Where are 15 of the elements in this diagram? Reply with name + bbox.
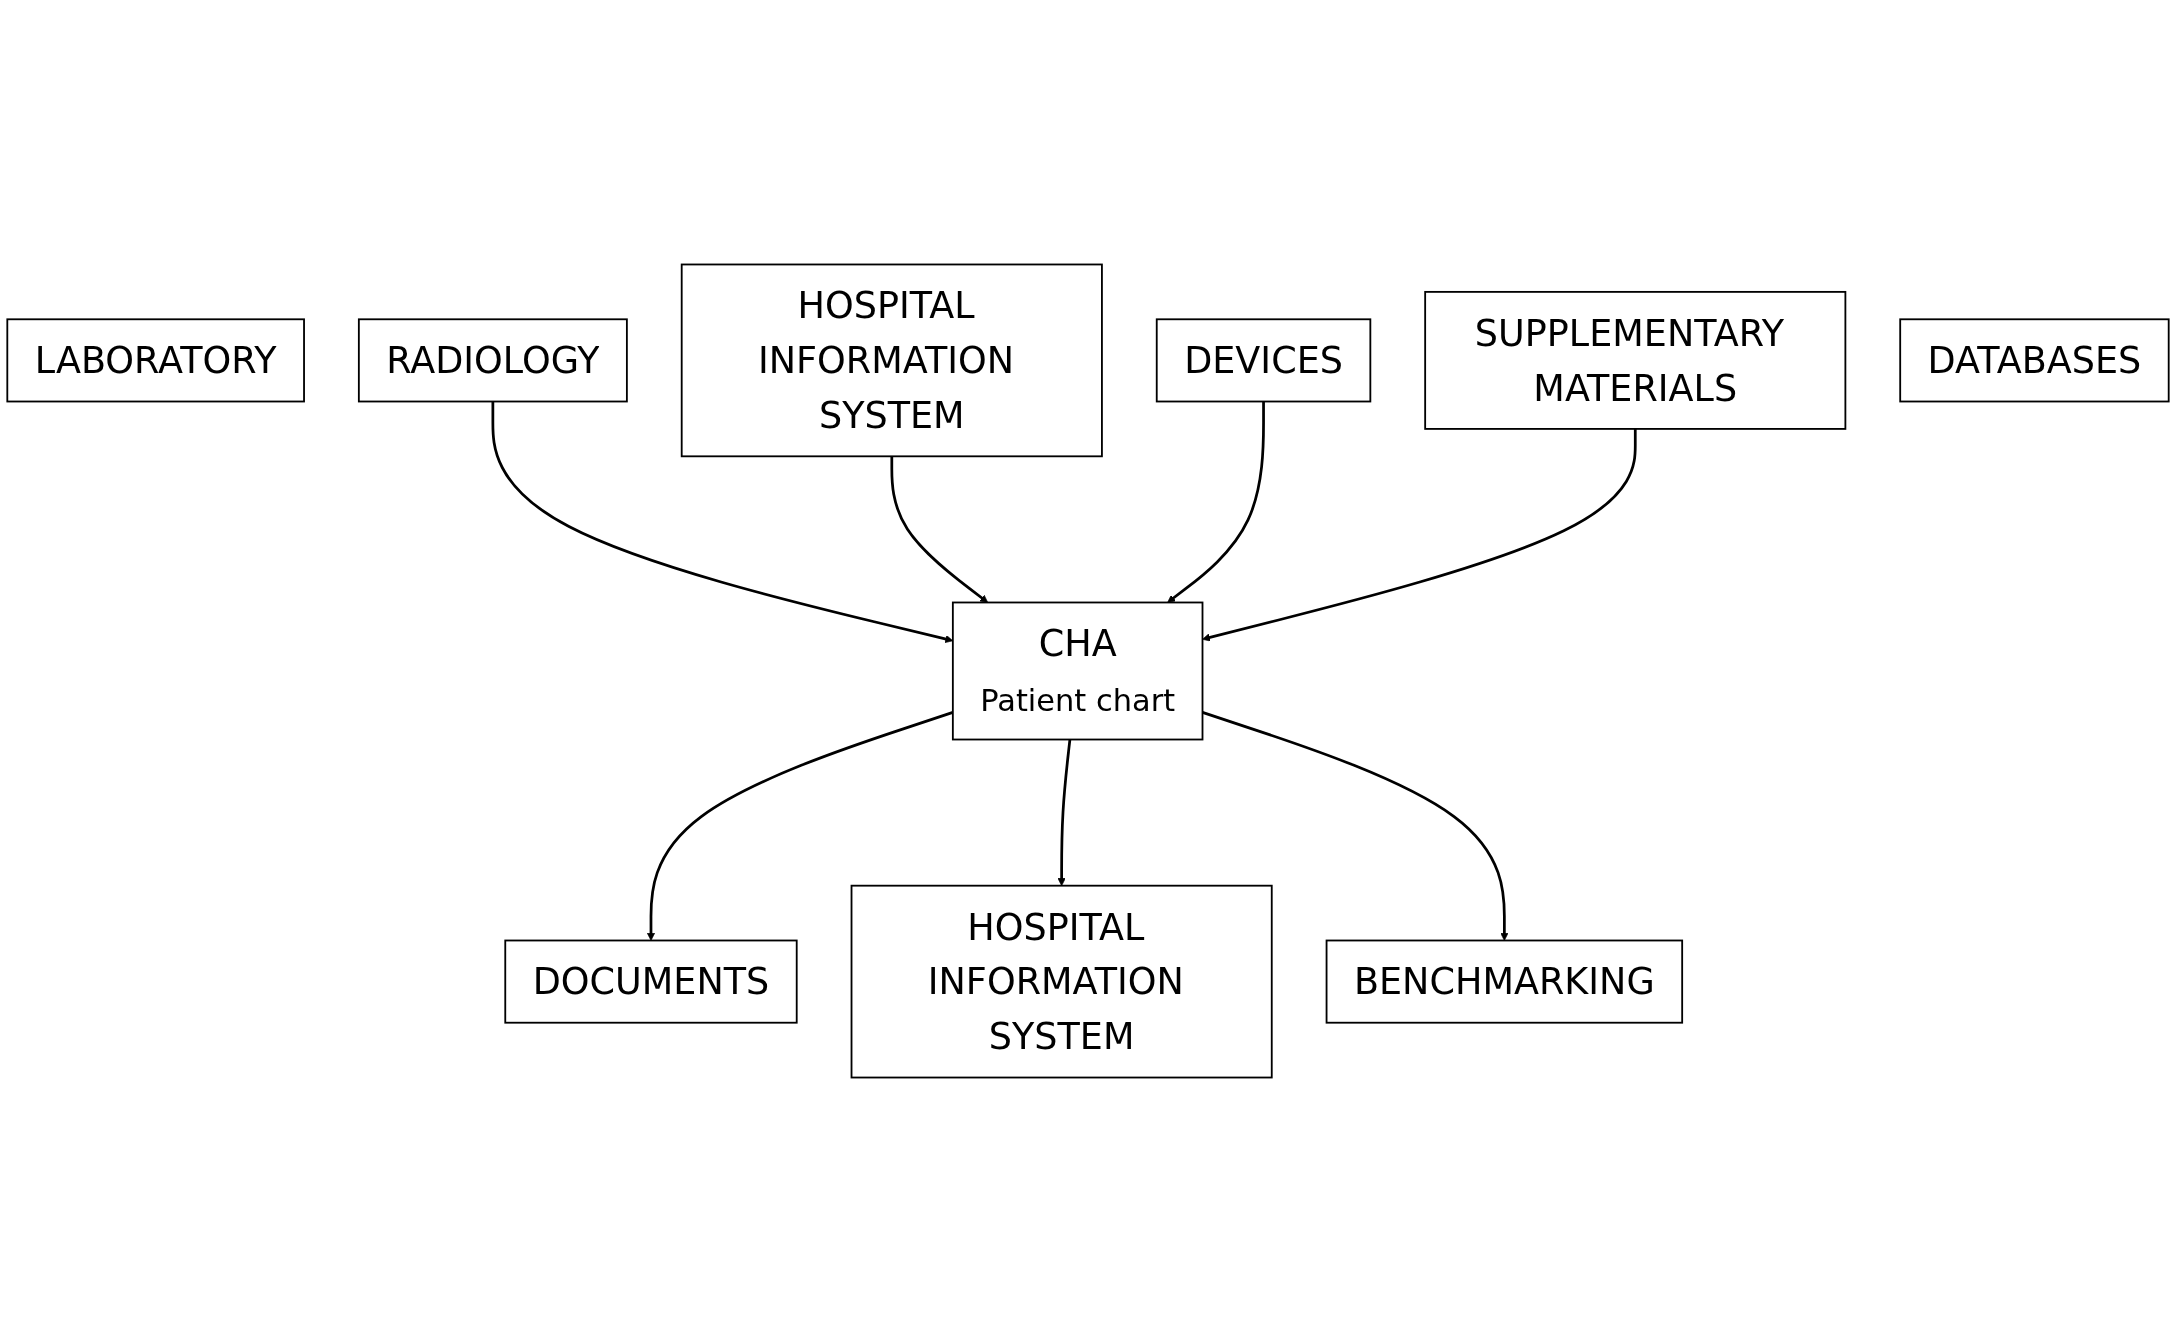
arrow: [1057, 738, 1072, 886]
node-box: DOCUMENTS: [504, 939, 798, 1024]
arrow: [1202, 710, 1509, 941]
node-box: SUPPLEMENTARY MATERIALS: [1424, 290, 1847, 430]
arrow: [890, 455, 989, 603]
node-box: BENCHMARKING: [1325, 939, 1684, 1024]
node-box: RADIOLOGY: [357, 317, 628, 402]
node-box: HOSPITAL INFORMATION SYSTEM: [850, 884, 1273, 1078]
node-box: DATABASES: [1899, 317, 2170, 402]
node-box: CHA Patient chart: [951, 601, 1204, 740]
node-box: LABORATORY: [6, 317, 305, 402]
arrow: [1167, 401, 1265, 603]
node-box: HOSPITAL INFORMATION SYSTEM: [680, 263, 1103, 457]
arrow: [1202, 428, 1637, 641]
node-box: DEVICES: [1155, 317, 1372, 402]
